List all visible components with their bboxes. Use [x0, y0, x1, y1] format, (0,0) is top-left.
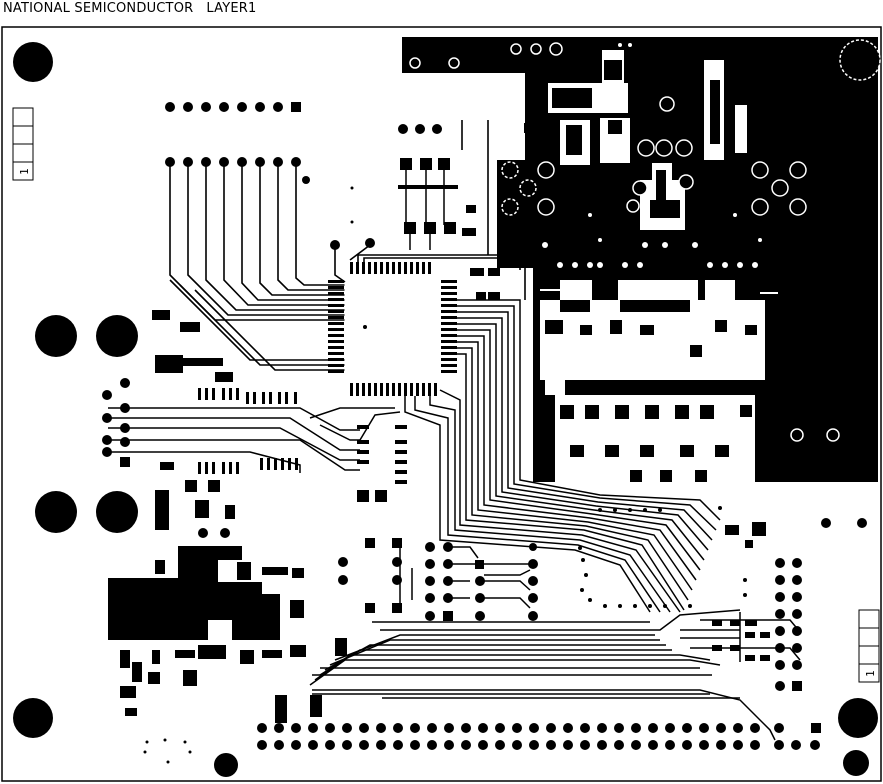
dotted-via-trails — [578, 506, 747, 608]
center-connector-pins — [338, 538, 538, 621]
main-ic-qfp — [328, 262, 457, 396]
ic-top-traces — [334, 120, 526, 300]
ic-right-bus — [404, 299, 721, 613]
pour-ring-vias — [409, 39, 881, 442]
top-center-components — [398, 123, 538, 236]
power-copper-bottom-left — [108, 546, 347, 723]
pour-components — [545, 60, 757, 482]
left-connector-pins — [102, 378, 130, 467]
bottom-right-components — [712, 518, 867, 661]
mounting-holes — [13, 42, 878, 777]
layer-marker-right-label: 1 — [864, 670, 877, 677]
right-connector-pins — [775, 558, 802, 691]
ic-side-components — [357, 425, 407, 502]
layer-marker-left — [12, 107, 34, 181]
misc-small-dots — [143, 186, 354, 764]
bottom-header-pins — [257, 723, 821, 750]
bottom-bus-traces — [309, 612, 801, 741]
smd-resistor-arrays — [152, 310, 298, 538]
layer-marker-left-label: 1 — [18, 168, 31, 175]
layer-marker-right — [858, 609, 880, 683]
board-title: NATIONAL SEMICONDUCTOR LAYER1 — [3, 1, 257, 16]
header-fanout-traces — [169, 162, 345, 371]
center-connector-traces — [372, 546, 741, 631]
ic-top-parts — [330, 238, 500, 300]
pour-small-vias — [542, 43, 762, 268]
pour-white-traces — [540, 289, 778, 294]
left-connector-traces — [108, 407, 401, 473]
top-center-traces — [405, 170, 445, 250]
